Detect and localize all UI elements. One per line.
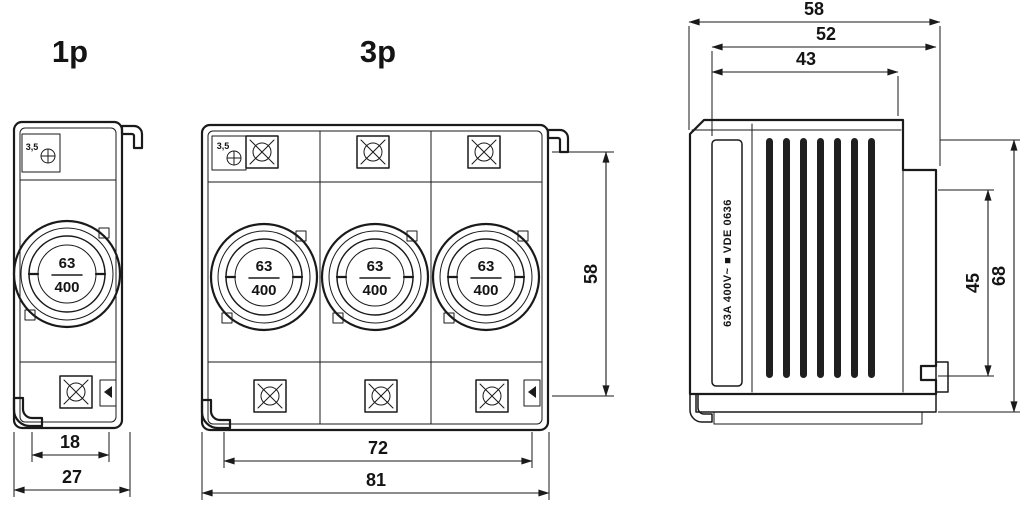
- release-clip-3p: [523, 379, 541, 407]
- view-side: 63A 400V~ ■ VDE 0636 58 52: [688, 0, 1020, 425]
- dim-side-depth-upper: 52: [711, 24, 937, 136]
- bottom-terminal-pole2: [364, 379, 398, 413]
- dim-text-43: 43: [796, 49, 816, 69]
- release-clip-1p: [99, 379, 117, 407]
- top-terminal-pole1: [245, 135, 279, 169]
- view-label-3p: 3p: [360, 34, 396, 69]
- base-lip: [713, 411, 923, 425]
- view-3-pole: 3p 3,5 58: [200, 34, 614, 500]
- bottom-terminal-pole1: [253, 379, 287, 413]
- dim-1p-inner-width: 18: [31, 432, 110, 462]
- base-plate: [695, 393, 937, 413]
- fuse-cap-pole1: [209, 222, 319, 332]
- bottom-terminal-pole3: [475, 379, 509, 413]
- din-latch-right: [935, 361, 949, 393]
- terminal-size-label-1p: 3,5: [26, 142, 39, 152]
- fuse-cap-pole3: [431, 222, 541, 332]
- dim-side-height-rail: 45: [938, 189, 994, 377]
- body-inner-contour-1p: [19, 127, 117, 423]
- dim-1p-outer-width: 27: [13, 432, 131, 497]
- view-label-1p: 1p: [52, 34, 88, 69]
- din-clip-top-3p: [546, 128, 570, 154]
- base-hook-left: [689, 393, 713, 423]
- release-arrow-icon-3p: [528, 386, 536, 398]
- ventilation-slots: [766, 138, 875, 378]
- dim-side-depth-front: 43: [711, 49, 899, 116]
- dim-text-52: 52: [816, 24, 836, 44]
- dim-side-height-total: 68: [938, 139, 1020, 413]
- dim-text-45: 45: [963, 273, 983, 293]
- dim-text-72: 72: [368, 438, 388, 458]
- body-inner-contour-3p: [207, 130, 543, 425]
- dim-text-58-height: 58: [581, 264, 601, 284]
- release-arrow-icon-1p: [104, 386, 112, 398]
- din-hook-bottom-3p: [200, 398, 232, 430]
- terminal-screw-icon-3p: [226, 150, 242, 166]
- top-terminal-pole3: [467, 135, 501, 169]
- dim-3p-height: 58: [552, 151, 614, 397]
- dim-text-27: 27: [62, 467, 82, 487]
- terminal-box-1p: [21, 133, 61, 173]
- view-1-pole: 1p 3,5 18 27: [12, 34, 144, 497]
- din-clip-top-1p: [120, 124, 144, 150]
- fuse-cap-1p: [12, 219, 122, 329]
- dim-text-68: 68: [989, 266, 1009, 286]
- bottom-terminal-1p: [59, 375, 93, 409]
- dim-text-81: 81: [366, 470, 386, 490]
- dim-text-18: 18: [60, 432, 80, 452]
- dim-side-depth-total: 58: [688, 0, 941, 166]
- dim-3p-inner-width: 72: [223, 432, 533, 468]
- dim-text-58-depth: 58: [804, 0, 824, 19]
- dim-3p-outer-width: 81: [201, 432, 550, 500]
- rating-plate: [711, 139, 743, 387]
- body-outline-3p: [200, 123, 550, 432]
- fuse-cap-pole2: [320, 222, 430, 332]
- terminal-size-label-3p: 3,5: [217, 141, 230, 151]
- terminal-screw-icon-1p: [40, 148, 56, 164]
- din-hook-bottom-1p: [12, 396, 44, 428]
- top-terminal-pole2: [356, 135, 390, 169]
- rating-plate-text: 63A 400V~ ■ VDE 0636: [722, 199, 734, 327]
